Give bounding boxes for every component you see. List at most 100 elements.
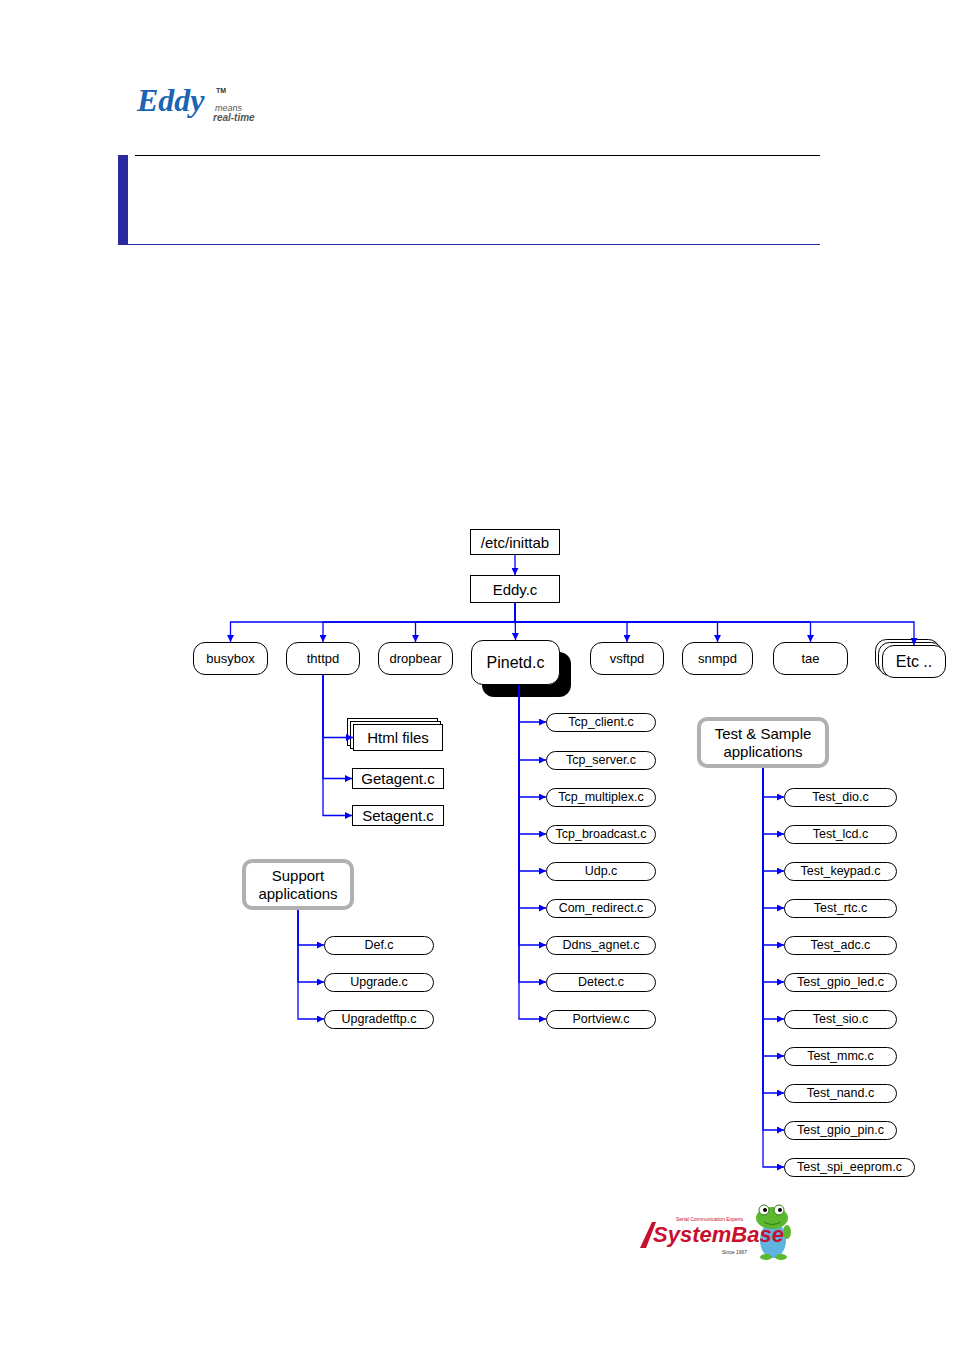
daemon-box: thttpd bbox=[286, 642, 360, 675]
daemon-box: Pinetd.c bbox=[471, 640, 560, 685]
daemon-box: tae bbox=[773, 642, 848, 675]
node-label: tae bbox=[801, 651, 819, 666]
node-label: Test & Sample applications bbox=[701, 725, 825, 761]
node-label: Test_gpio_led.c bbox=[797, 975, 884, 989]
node-label: thttpd bbox=[307, 651, 340, 666]
tree-connector bbox=[519, 685, 546, 760]
source-file-box: Test_dio.c bbox=[784, 788, 897, 807]
node-label: Upgradetftp.c bbox=[341, 1012, 416, 1026]
tree-connector bbox=[323, 675, 353, 738]
node-label: Tcp_broadcast.c bbox=[555, 827, 646, 841]
node-label: Etc .. bbox=[896, 653, 932, 671]
tree-connector bbox=[763, 768, 784, 871]
node-label: Test_mmc.c bbox=[807, 1049, 874, 1063]
tree-connector bbox=[763, 768, 784, 1167]
node-label: Detect.c bbox=[578, 975, 624, 989]
logo-text: Eddy bbox=[137, 82, 205, 119]
node-label: Tcp_multiplex.c bbox=[558, 790, 643, 804]
file-box: Setagent.c bbox=[352, 805, 444, 826]
tree-connector bbox=[519, 685, 546, 722]
tree-connector bbox=[763, 768, 784, 1056]
node-label: Portview.c bbox=[573, 1012, 630, 1026]
node-label: Test_gpio_pin.c bbox=[797, 1123, 884, 1137]
tree-connector bbox=[298, 910, 324, 1019]
node-label: Def.c bbox=[364, 938, 393, 952]
tree-connector bbox=[416, 603, 516, 642]
tree-connector bbox=[519, 685, 546, 797]
tree-connector bbox=[519, 685, 546, 945]
tree-connector bbox=[519, 685, 546, 982]
node-label: Test_keypad.c bbox=[801, 864, 881, 878]
node-label: busybox bbox=[206, 651, 254, 666]
source-file-box: Ddns_agnet.c bbox=[546, 936, 656, 955]
source-file-box: Test_spi_eeprom.c bbox=[784, 1158, 915, 1177]
node-label: Eddy.c bbox=[493, 581, 538, 598]
tree-connector bbox=[763, 768, 784, 797]
tree-connector bbox=[323, 675, 352, 779]
source-file-box: Def.c bbox=[324, 936, 434, 955]
node-label: Tcp_client.c bbox=[568, 715, 633, 729]
source-file-box: Upgradetftp.c bbox=[324, 1010, 434, 1029]
node-label: Tcp_server.c bbox=[566, 753, 636, 767]
node-label: Test_sio.c bbox=[813, 1012, 869, 1026]
source-file-box: Tcp_server.c bbox=[546, 751, 656, 770]
node-label: Test_spi_eeprom.c bbox=[797, 1160, 902, 1174]
node-label: Ddns_agnet.c bbox=[562, 938, 639, 952]
source-file-box: Upgrade.c bbox=[324, 973, 434, 992]
header-bar bbox=[118, 155, 128, 245]
tree-connector bbox=[514, 555, 515, 575]
node-label: Com_redirect.c bbox=[559, 901, 644, 915]
group-box: Support applications bbox=[242, 859, 354, 910]
source-file-box: Portview.c bbox=[546, 1010, 656, 1029]
source-file-box: Tcp_client.c bbox=[546, 713, 656, 732]
node-label: Test_dio.c bbox=[812, 790, 868, 804]
node-label: vsftpd bbox=[610, 651, 645, 666]
node-label: Test_lcd.c bbox=[813, 827, 869, 841]
tree-connector bbox=[298, 910, 324, 982]
header-rule bbox=[135, 155, 820, 156]
node-label: Test_nand.c bbox=[807, 1086, 874, 1100]
node-label: Support applications bbox=[246, 867, 350, 903]
source-file-box: Test_rtc.c bbox=[784, 899, 897, 918]
company-slogan: Serial Communication Experts bbox=[676, 1216, 743, 1222]
source-file-box: Test_gpio_pin.c bbox=[784, 1121, 897, 1140]
tree-connector bbox=[519, 685, 546, 871]
source-file-box: Tcp_broadcast.c bbox=[546, 825, 656, 844]
daemon-box: dropbear bbox=[378, 642, 453, 675]
daemon-box: busybox bbox=[193, 642, 268, 675]
node-label: Pinetd.c bbox=[487, 654, 545, 672]
company-logo: SystemBase bbox=[653, 1222, 784, 1248]
daemon-box: vsftpd bbox=[590, 642, 664, 675]
source-file-box: Test_mmc.c bbox=[784, 1047, 897, 1066]
logo-tagline: means bbox=[215, 103, 242, 113]
company-since: Since 1967 bbox=[722, 1249, 747, 1255]
file-box: Getagent.c bbox=[352, 768, 444, 789]
source-file-box: Udp.c bbox=[546, 862, 656, 881]
tree-connector bbox=[763, 768, 784, 834]
group-box: Test & Sample applications bbox=[697, 717, 829, 768]
source-file-box: Detect.c bbox=[546, 973, 656, 992]
node-label: Setagent.c bbox=[362, 807, 434, 824]
logo-tagline: real-time bbox=[213, 112, 255, 123]
daemon-box: snmpd bbox=[682, 642, 753, 675]
node-label: dropbear bbox=[389, 651, 441, 666]
trademark: TM bbox=[216, 87, 226, 94]
tree-connector bbox=[763, 768, 784, 1130]
source-file-box: Tcp_multiplex.c bbox=[546, 788, 656, 807]
tree-connector bbox=[763, 768, 784, 908]
source-file-box: Test_lcd.c bbox=[784, 825, 897, 844]
node-label: Upgrade.c bbox=[350, 975, 408, 989]
node-label: Test_rtc.c bbox=[814, 901, 868, 915]
daemon-box: Etc .. bbox=[882, 645, 946, 678]
tree-connector bbox=[763, 768, 784, 982]
tree-connector bbox=[298, 910, 324, 945]
tree-connector bbox=[763, 768, 784, 945]
node-label: Udp.c bbox=[585, 864, 618, 878]
tree-connector bbox=[763, 768, 784, 1093]
node-label: Getagent.c bbox=[361, 770, 434, 787]
node-label: snmpd bbox=[698, 651, 737, 666]
tree-connector bbox=[231, 603, 516, 642]
tree-connector bbox=[323, 603, 515, 642]
source-file-box: Com_redirect.c bbox=[546, 899, 656, 918]
tree-connector bbox=[519, 685, 546, 834]
